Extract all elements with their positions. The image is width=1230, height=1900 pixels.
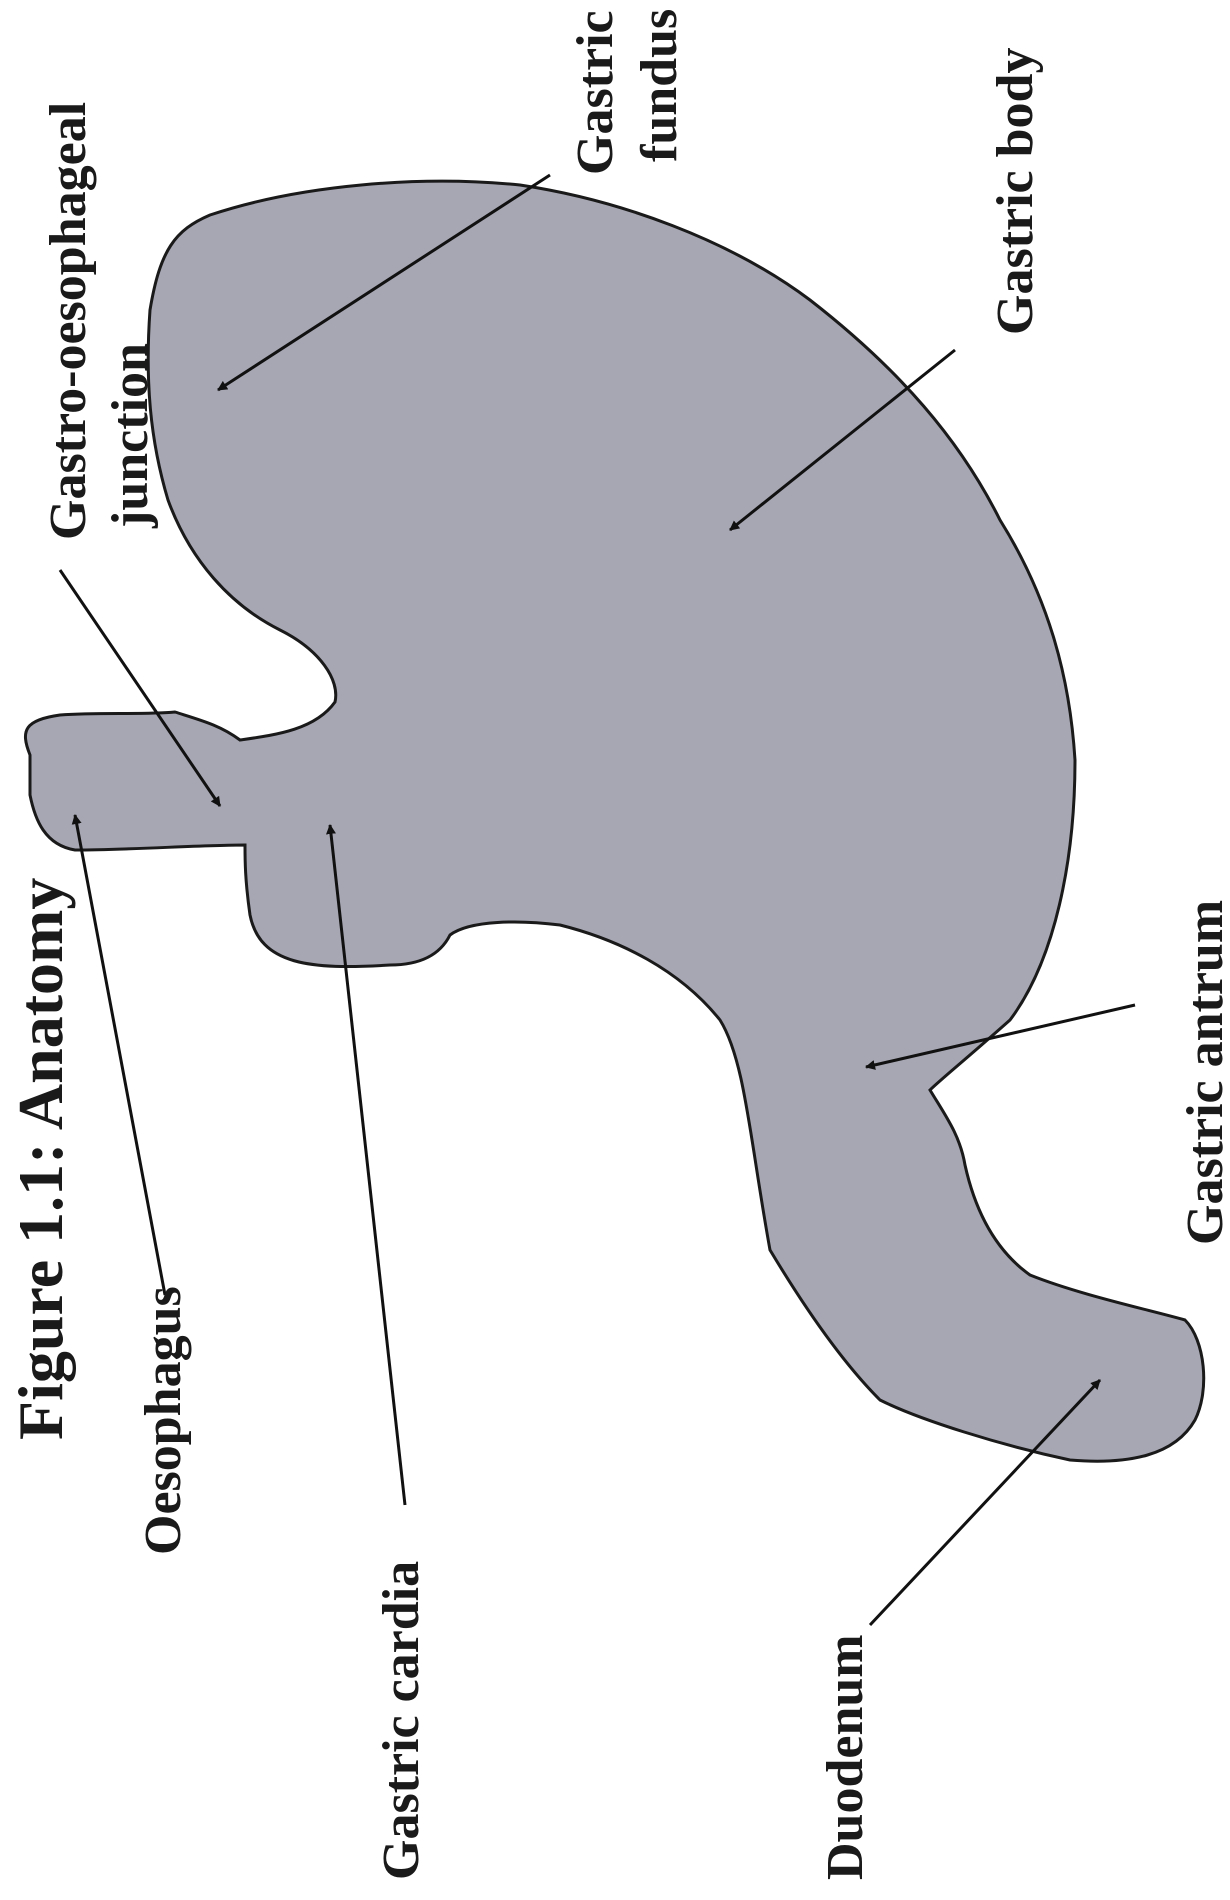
figure-title: Figure 1.1: Anatomy [5,878,76,1440]
label-duodenum: Duodenum [817,1634,874,1880]
stomach-shape [25,181,1203,1461]
label-gastric-fundus-line2: fundus [631,9,688,162]
label-oesophagus: Oesophagus [135,1286,192,1555]
label-gastric-antrum: Gastric antrum [1177,900,1230,1245]
label-gastro-oesophageal-junction-line2: junction [102,343,159,529]
label-gastric-cardia: Gastric cardia [373,1561,430,1880]
label-gastro-oesophageal-junction-line1: Gastro-oesophageal [40,102,97,540]
label-gastric-body: Gastric body [987,48,1044,335]
label-gastric-fundus-line1: Gastric [567,10,624,175]
arrow-oesophagus [75,815,165,1295]
